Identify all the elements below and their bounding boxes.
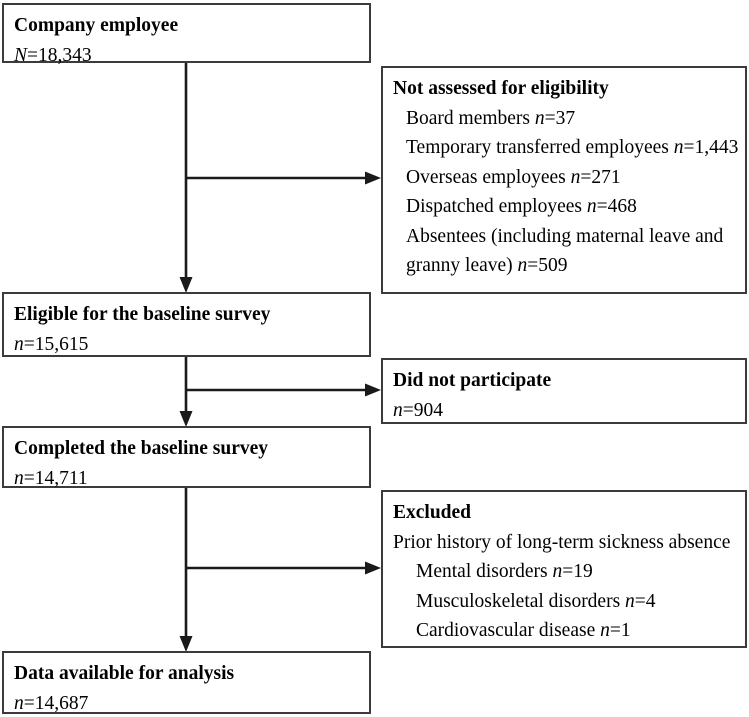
count-value: 14,711 [34, 467, 88, 489]
count-symbol: n [14, 467, 24, 489]
node-eligible-baseline: Eligible for the baseline survey n=15,61… [2, 292, 371, 357]
node-excluded-subheading: Prior history of long-term sickness abse… [383, 528, 745, 558]
count-symbol: n [14, 333, 24, 355]
arrowhead-right-3 [365, 561, 381, 575]
node-excluded-item: Cardiovascular disease n=1 [383, 616, 745, 646]
node-not-assessed-item: Overseas employees n=271 [383, 163, 745, 193]
item-text: Cardiovascular disease [416, 620, 601, 641]
item-text: Musculoskeletal disorders [416, 590, 626, 612]
node-not-assessed-item: Temporary transferred employees n=1,443 [383, 133, 745, 163]
node-company-employee-count: N=18,343 [14, 44, 92, 66]
n-value: =19 [562, 561, 593, 582]
node-data-available-count: n=14,687 [14, 692, 89, 714]
n-value: =1 [609, 620, 631, 641]
node-excluded-heading: Excluded [393, 502, 472, 523]
n-value: =1,443 [683, 137, 739, 158]
count-value: 14,687 [34, 692, 89, 714]
count-value: 15,615 [34, 333, 89, 355]
count-symbol: N [14, 44, 28, 66]
n-value: =904 [402, 399, 443, 421]
n-symbol: n [570, 166, 581, 188]
count-value: 18,343 [38, 44, 92, 66]
node-excluded-item: Musculoskeletal disorders n=4 [383, 587, 745, 617]
arrowhead-down-2 [179, 411, 193, 427]
node-excluded: Excluded Prior history of long-term sick… [381, 490, 747, 648]
node-company-employee: Company employee N=18,343 [2, 3, 371, 66]
n-symbol: n [534, 107, 545, 129]
arrowhead-down-3 [179, 636, 193, 652]
n-symbol: n [600, 620, 610, 641]
node-did-not-participate-heading: Did not participate [393, 370, 552, 391]
n-value: =4 [634, 590, 656, 612]
item-text: Dispatched employees [406, 196, 587, 217]
n-symbol: n [552, 561, 563, 582]
node-not-assessed-item: Board members n=37 [383, 104, 745, 134]
node-not-assessed-item: granny leave) n=509 [383, 251, 745, 281]
item-text: Mental disorders [416, 561, 553, 582]
item-text: Overseas employees [406, 166, 571, 188]
n-symbol: n [393, 399, 403, 421]
n-value: =509 [527, 255, 568, 276]
node-did-not-participate: Did not participate n=904 [381, 358, 747, 424]
n-value: =468 [596, 196, 637, 217]
item-text: Board members [406, 107, 535, 129]
node-not-assessed: Not assessed for eligibility Board membe… [381, 66, 747, 294]
n-symbol: n [625, 590, 635, 612]
count-symbol: n [14, 692, 24, 714]
n-symbol: n [586, 196, 597, 217]
item-text: Temporary transferred employees [406, 137, 674, 158]
arrowhead-right-2 [365, 383, 381, 397]
item-text: Prior history of long-term sickness abse… [393, 531, 731, 553]
node-not-assessed-item: Absentees (including maternal leave and [383, 222, 745, 252]
node-not-assessed-item: Dispatched employees n=468 [383, 192, 745, 222]
node-data-available: Data available for analysis n=14,687 [2, 651, 371, 714]
item-text: Absentees (including maternal leave and [406, 225, 724, 247]
node-eligible-baseline-heading: Eligible for the baseline survey [14, 304, 271, 325]
n-symbol: n [517, 255, 528, 276]
node-completed-baseline-count: n=14,711 [14, 467, 88, 489]
n-symbol: n [673, 137, 684, 158]
node-eligible-baseline-count: n=15,615 [14, 333, 89, 355]
node-excluded-item: Mental disorders n=19 [383, 557, 745, 587]
node-completed-baseline-heading: Completed the baseline survey [14, 438, 269, 459]
node-not-assessed-heading: Not assessed for eligibility [393, 78, 609, 99]
item-text: granny leave) [406, 255, 518, 276]
node-data-available-heading: Data available for analysis [14, 663, 235, 684]
arrowhead-down-1 [179, 277, 193, 293]
node-completed-baseline: Completed the baseline survey n=14,711 [2, 426, 371, 489]
arrowhead-right-1 [365, 171, 381, 185]
node-did-not-participate-count: n=904 [383, 396, 745, 426]
node-company-employee-heading: Company employee [14, 15, 179, 36]
n-value: =37 [544, 107, 576, 129]
n-value: =271 [580, 166, 621, 188]
